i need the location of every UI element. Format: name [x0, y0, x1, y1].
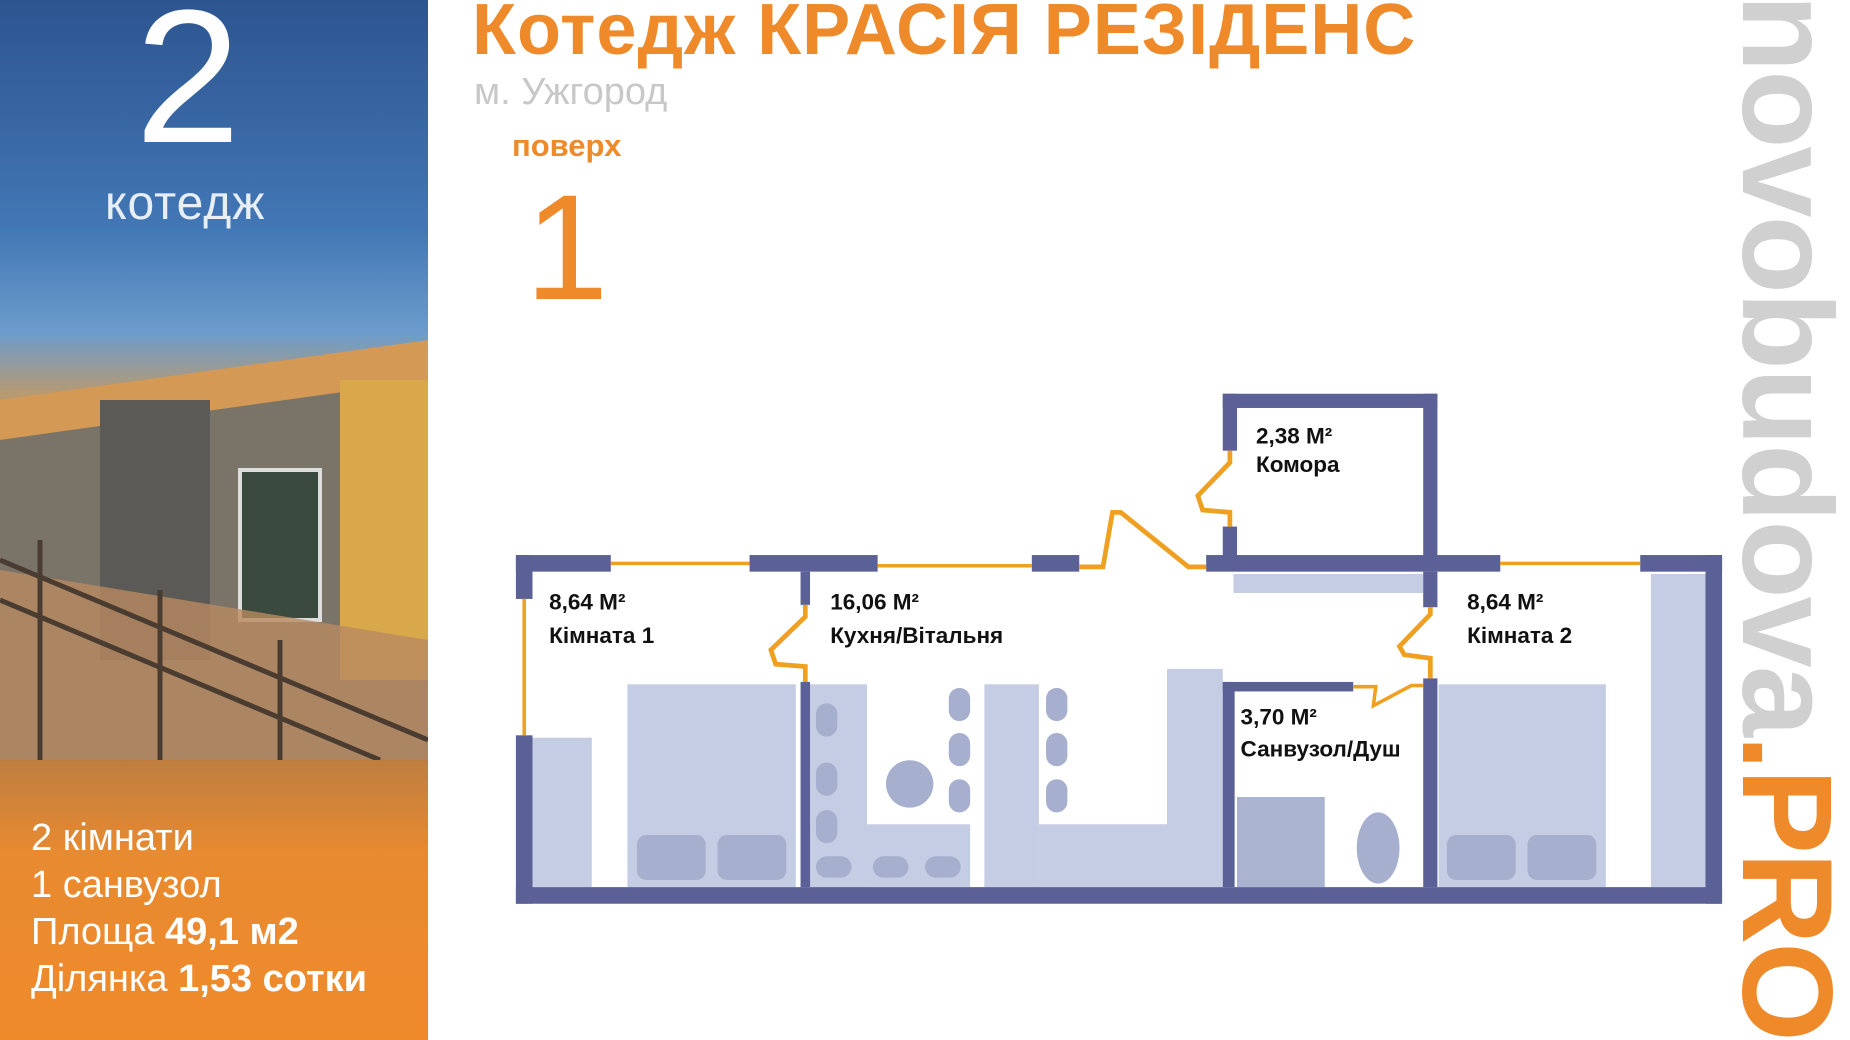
floor-number: 1	[525, 163, 609, 331]
cottage-number: 2	[135, 0, 241, 183]
room-area-3: 2,38 М²	[1256, 424, 1333, 449]
room-name-5: Санвузол/Душ	[1241, 737, 1401, 762]
floor-label: поверх	[512, 128, 622, 163]
plot-value: 1,53 сотки	[178, 958, 367, 1000]
walls	[515, 393, 1723, 904]
room-area-1: 8,64 М²	[549, 590, 626, 615]
room-area-2: 16,06 М²	[830, 590, 919, 615]
watermark-logo: novobudova.PRO	[1742, 0, 1850, 1040]
rooms-count: 2 кімнати	[31, 817, 194, 859]
area-label: Площа	[31, 911, 155, 953]
cottage-label: котедж	[105, 177, 266, 230]
cottage-stats: 2 кімнати 1 санвузол Площа 49,1 м2 Ділян…	[31, 815, 367, 1003]
room-name-2: Кухня/Вітальня	[830, 623, 1003, 648]
room-name-3: Комора	[1256, 452, 1340, 477]
bathrooms-count: 1 санвузол	[31, 864, 222, 906]
cottage-photo: 2 котедж 2 кімнати 1 санвузол Площа 49,1…	[0, 0, 428, 1040]
city-label: м. Ужгород	[474, 71, 668, 113]
room-area-5: 3,70 М²	[1241, 705, 1318, 730]
windows-doors	[522, 450, 1641, 736]
page-title: Котедж КРАСІЯ РЕЗІДЕНС	[472, 0, 1417, 70]
watermark-suffix: .PRO	[1742, 734, 1850, 1040]
watermark: novobudova.PRO	[1742, 0, 1850, 1040]
plot-stat: Ділянка 1,53 сотки	[31, 956, 367, 1003]
room-name-4: Кімната 2	[1467, 623, 1572, 648]
house-illustration	[0, 340, 428, 760]
area-stat: Площа 49,1 м2	[31, 909, 367, 956]
furniture-details	[636, 687, 1597, 884]
plot-label: Ділянка	[31, 958, 168, 1000]
room-area-4: 8,64 М²	[1467, 590, 1544, 615]
area-value: 49,1 м2	[165, 911, 299, 953]
room-name-1: Кімната 1	[549, 623, 654, 648]
watermark-main: novobudova	[1742, 0, 1850, 735]
